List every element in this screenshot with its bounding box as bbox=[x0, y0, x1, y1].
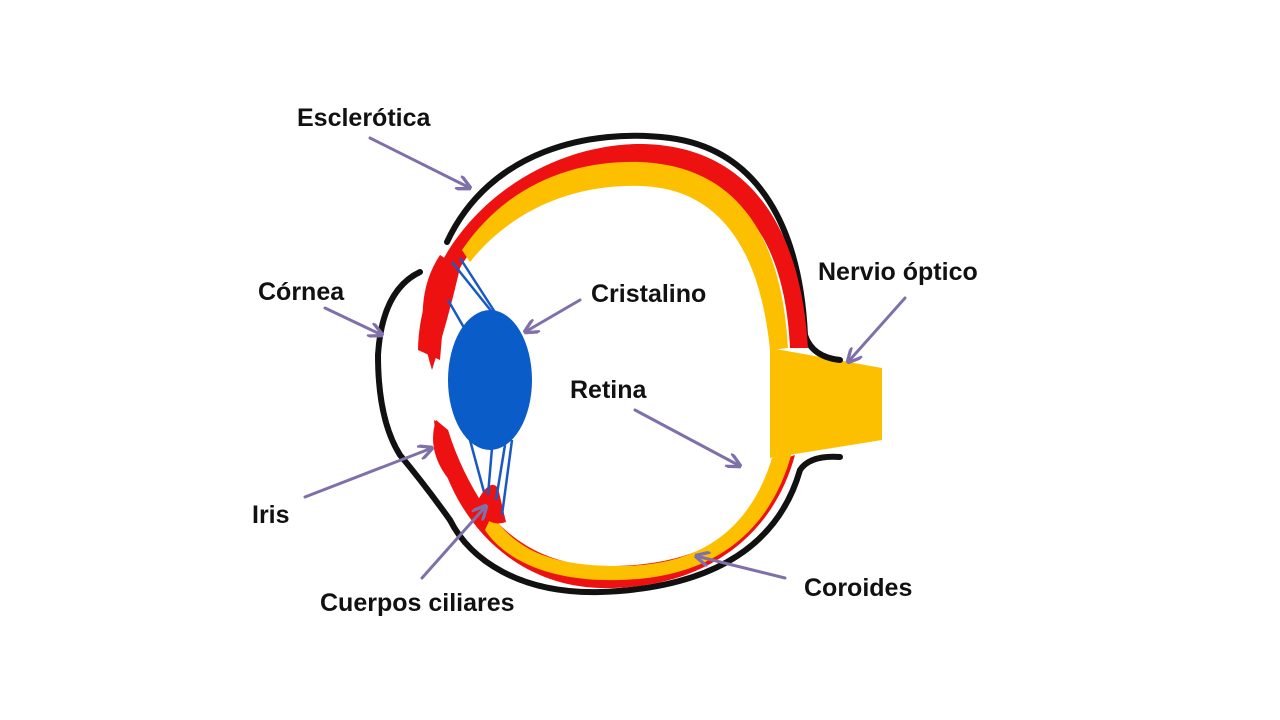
label-sclera: Esclerótica bbox=[297, 104, 432, 132]
arrow-iris bbox=[303, 448, 432, 499]
retina-lower bbox=[485, 452, 792, 581]
optic-nerve-shape bbox=[770, 348, 882, 458]
arrow-retina bbox=[633, 408, 740, 466]
lens-shape bbox=[448, 310, 532, 450]
label-optic-nerve: Nervio óptico bbox=[818, 258, 978, 286]
label-choroid: Coroides bbox=[804, 574, 912, 602]
cornea-outline bbox=[374, 269, 453, 523]
label-lens: Cristalino bbox=[591, 280, 706, 308]
arrow-optic-nerve bbox=[848, 296, 907, 362]
label-ciliary-bodies: Cuerpos ciliares bbox=[320, 589, 515, 617]
arrow-ciliary-bodies bbox=[420, 506, 486, 580]
sclera-outline-lower bbox=[447, 453, 843, 596]
arrow-lens bbox=[525, 298, 582, 332]
iris-upper-shape bbox=[422, 255, 460, 370]
arrow-choroid bbox=[696, 556, 787, 580]
iris-lower-shape bbox=[433, 420, 490, 515]
label-cornea: Córnea bbox=[258, 278, 345, 306]
label-arrows bbox=[303, 136, 907, 580]
label-iris: Iris bbox=[252, 501, 290, 529]
arrow-cornea bbox=[323, 306, 382, 335]
label-retina: Retina bbox=[570, 376, 648, 404]
arrow-sclera bbox=[368, 136, 470, 188]
